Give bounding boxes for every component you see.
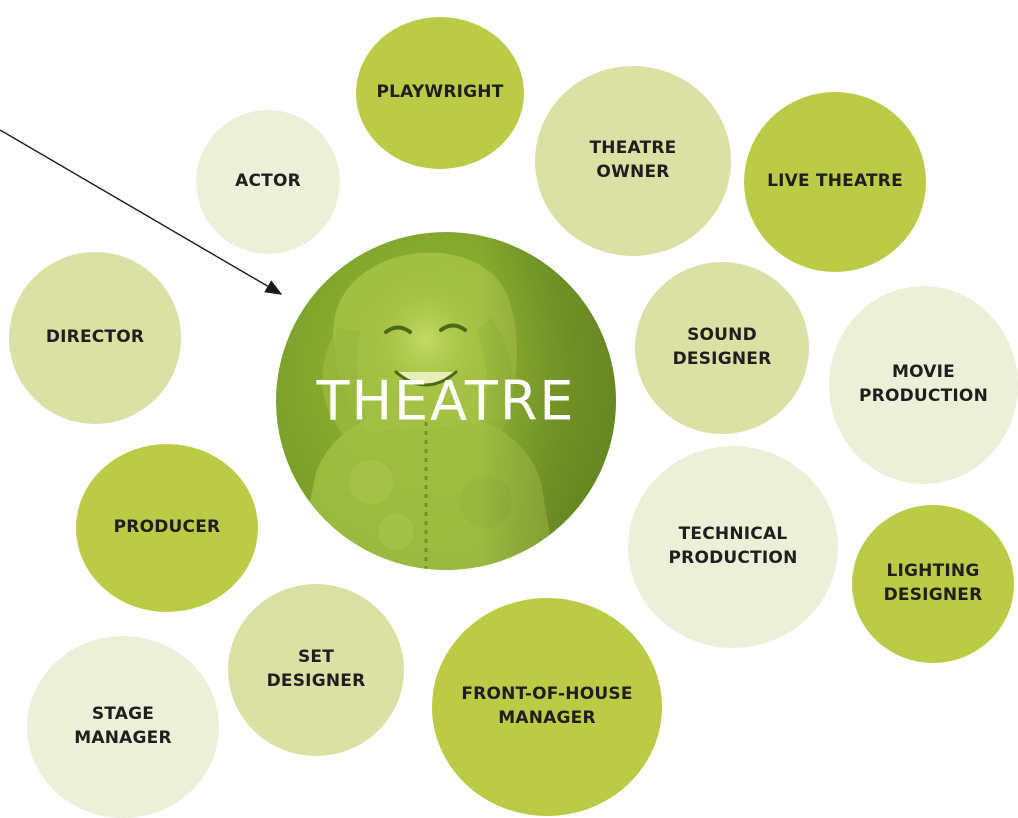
bubble-label: STAGE MANAGER: [74, 704, 172, 748]
bubble-producer: PRODUCER: [76, 444, 258, 612]
bubble-theatre-owner: THEATRE OWNER: [535, 66, 731, 256]
bubble-technical-production: TECHNICAL PRODUCTION: [628, 446, 838, 648]
bubble-label: PLAYWRIGHT: [376, 82, 504, 103]
center-title: THEATRE: [316, 369, 576, 433]
bubble-label: ACTOR: [235, 171, 301, 192]
bubble-lighting-designer: LIGHTING DESIGNER: [852, 505, 1014, 663]
bubble-label: LIGHTING DESIGNER: [883, 561, 983, 605]
bubble-label: THEATRE OWNER: [589, 138, 677, 182]
bubble-sound-designer: SOUND DESIGNER: [635, 262, 809, 434]
bubble-label: MOVIE PRODUCTION: [859, 362, 988, 406]
center-circle: THEATRE: [276, 232, 616, 570]
child-photo-image: [276, 232, 616, 570]
bubble-label: TECHNICAL PRODUCTION: [668, 524, 798, 568]
bubble-label: DIRECTOR: [45, 327, 145, 348]
bubble-actor: ACTOR: [196, 110, 340, 254]
bubble-label: LIVE THEATRE: [767, 171, 903, 192]
bubble-live-theatre: LIVE THEATRE: [744, 92, 926, 272]
bubble-label: SOUND DESIGNER: [672, 325, 772, 369]
bubble-movie-production: MOVIE PRODUCTION: [829, 286, 1018, 484]
bubble-playwright: PLAYWRIGHT: [356, 17, 524, 169]
bubble-label: SET DESIGNER: [266, 647, 366, 691]
bubble-label: FRONT-OF-HOUSE MANAGER: [461, 684, 633, 728]
bubble-director: DIRECTOR: [9, 252, 181, 424]
bubble-stage-manager: STAGE MANAGER: [27, 636, 219, 818]
bubble-front-of-house-manager: FRONT-OF-HOUSE MANAGER: [432, 598, 662, 816]
bubble-set-designer: SET DESIGNER: [228, 584, 404, 756]
bubble-label: PRODUCER: [113, 517, 221, 538]
